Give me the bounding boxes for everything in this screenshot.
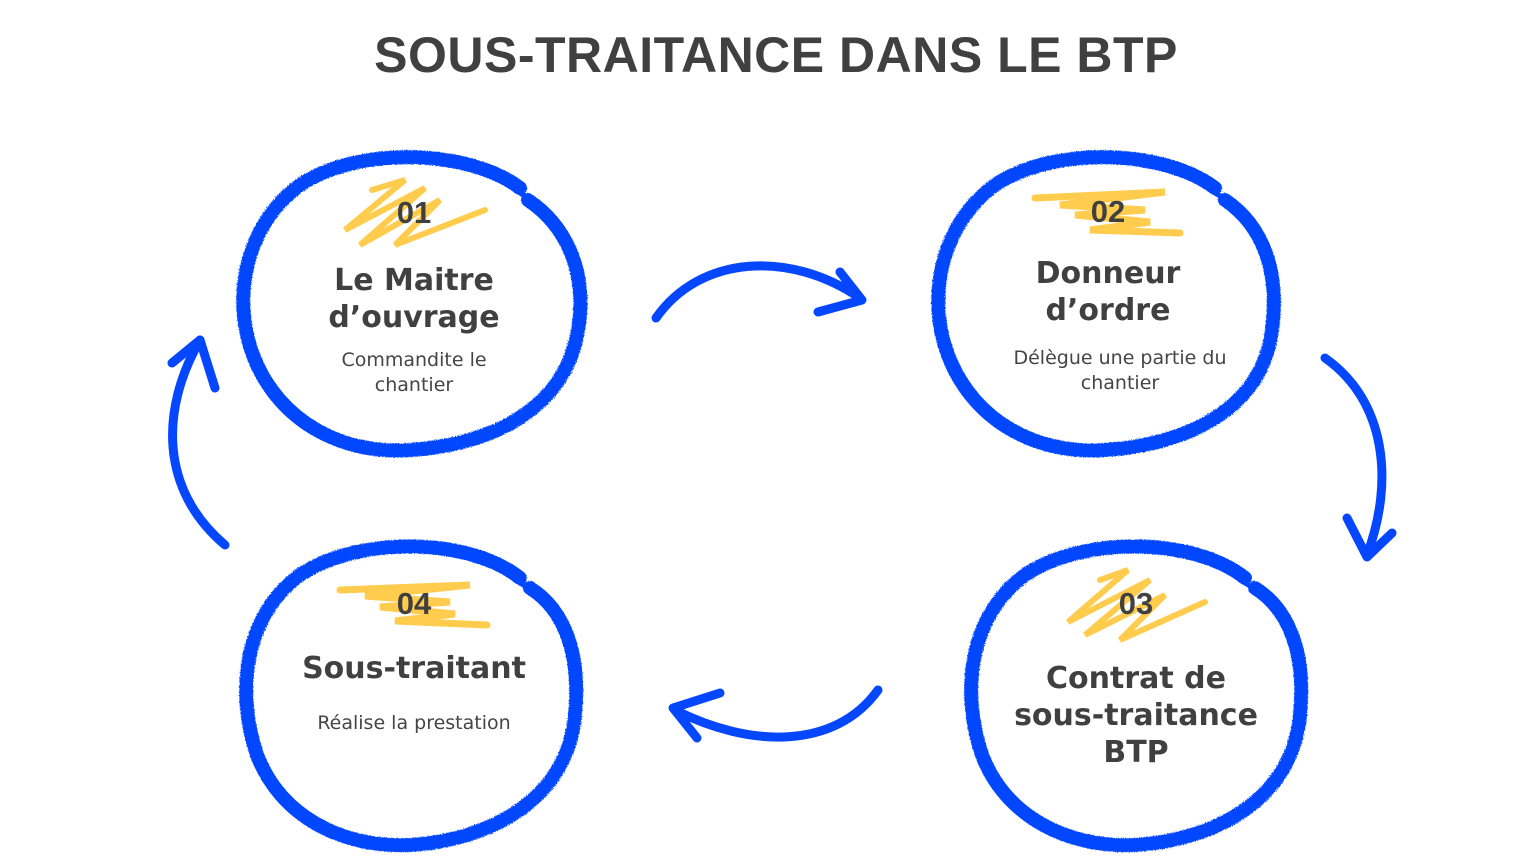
step-number: 01 — [396, 195, 432, 230]
step-title: Contrat de sous-traitance BTP — [1014, 661, 1258, 770]
step-number: 03 — [1118, 586, 1154, 621]
step-description: Délègue une partie du chantier — [1013, 347, 1227, 394]
step-number: 02 — [1090, 194, 1126, 229]
circle-04-outline — [239, 539, 584, 853]
arrow-02-to-03 — [1320, 353, 1397, 562]
highlight-scribble-01 — [343, 177, 488, 248]
highlight-scribble-02 — [1031, 188, 1184, 237]
step-description: Commandite le chantier — [341, 349, 487, 396]
arrow-03-to-04 — [668, 685, 883, 743]
step-title: Le Maitre d’ouvrage — [328, 263, 500, 335]
step-number: 04 — [396, 586, 432, 621]
step-title: Donneur d’ordre — [1035, 256, 1181, 328]
diagram-title: SOUS-TRAITANCE DANS LE BTP — [374, 27, 1178, 83]
circle-03-outline — [964, 539, 1309, 853]
highlight-scribble-03 — [1066, 567, 1208, 643]
circle-02-outline — [931, 150, 1281, 458]
step-title: Sous-traitant — [302, 651, 526, 686]
arrow-01-to-02 — [651, 261, 867, 323]
step-description: Réalise la prestation — [317, 712, 511, 734]
highlight-scribble-04 — [336, 581, 491, 629]
circle-01-outline — [236, 150, 588, 458]
arrow-04-to-01 — [167, 335, 230, 550]
